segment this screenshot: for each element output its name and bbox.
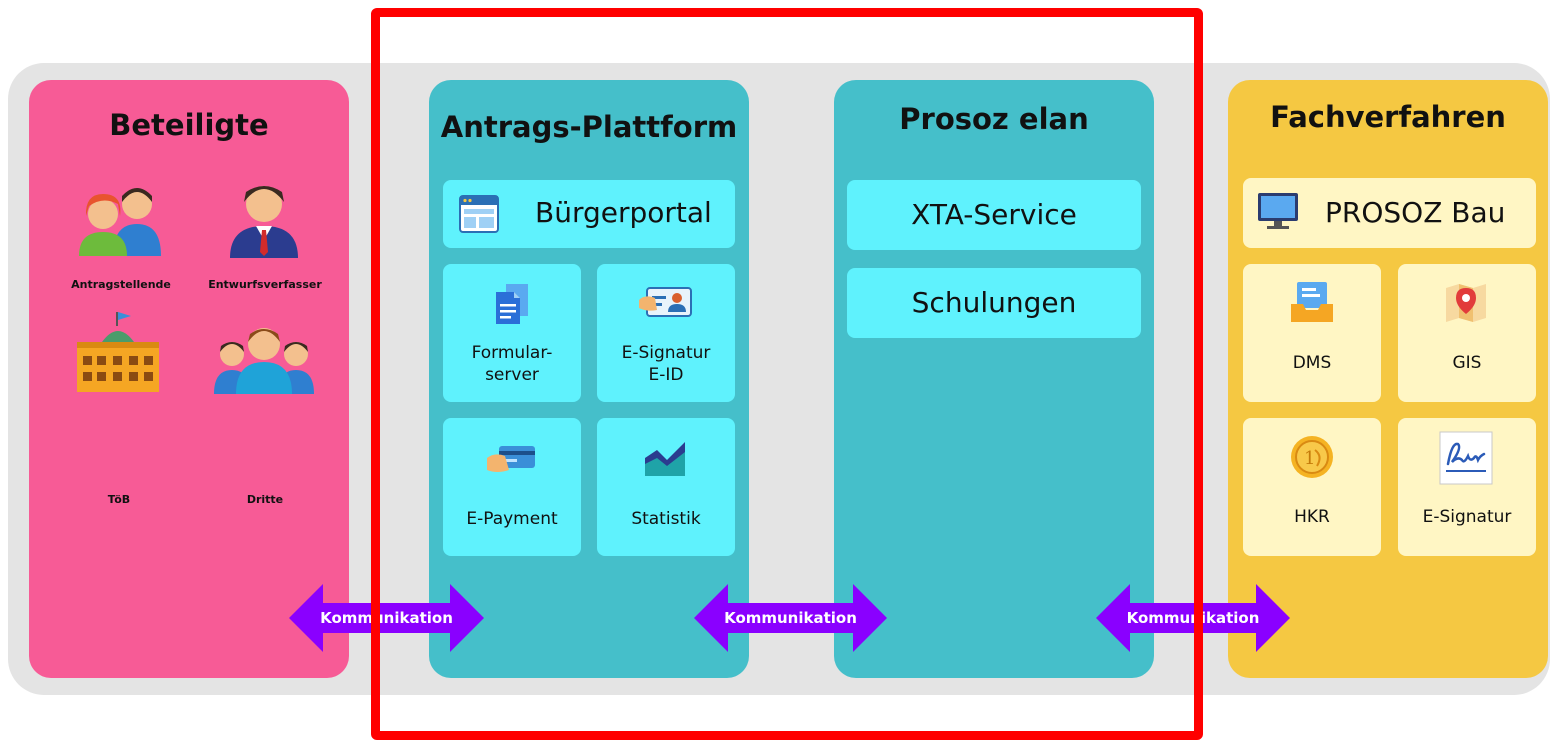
label-buergerportal: Bürgerportal xyxy=(535,196,712,229)
tile-esignatur[interactable]: E-Signatur xyxy=(1398,418,1536,556)
businessman-icon xyxy=(224,180,304,258)
label-epayment: E-Payment xyxy=(466,509,558,529)
svg-text:1: 1 xyxy=(1304,448,1315,469)
highlight-frame xyxy=(371,8,1203,740)
tile-gis[interactable]: GIS xyxy=(1398,264,1536,402)
column-title-fachverfahren: Fachverfahren xyxy=(1270,100,1506,134)
document-icon xyxy=(490,282,534,326)
label-kommunikation-middle: Kommunikation xyxy=(724,609,857,627)
label-xta-service: XTA-Service xyxy=(911,198,1077,231)
browser-window-icon xyxy=(459,194,499,234)
tile-statistik[interactable]: Statistik xyxy=(597,418,735,556)
column-fachverfahren: Fachverfahren PROSOZ Bau DMS xyxy=(1228,80,1548,678)
monitor-icon xyxy=(1257,192,1299,230)
tile-formularserver[interactable]: Formular- server xyxy=(443,264,581,402)
payment-card-icon xyxy=(487,444,537,476)
arrow-kommunikation-left: Kommunikation xyxy=(289,584,484,652)
tile-schulungen[interactable]: Schulungen xyxy=(847,268,1141,338)
column-beteiligte: Beteiligte Antragstellende Entwurfsverfa… xyxy=(29,80,349,678)
area-chart-icon xyxy=(643,440,687,476)
tile-prosoz-bau[interactable]: PROSOZ Bau xyxy=(1243,178,1536,248)
column-title-prosoz-elan: Prosoz elan xyxy=(899,102,1089,136)
coin-icon: 1 xyxy=(1289,434,1335,480)
arrow-kommunikation-middle: Kommunikation xyxy=(694,584,887,652)
column-prosoz-elan: Prosoz elan XTA-Service Schulungen xyxy=(834,80,1154,678)
label-eid: E-ID xyxy=(648,365,684,385)
label-dritte: Dritte xyxy=(246,493,284,506)
tile-xta-service[interactable]: XTA-Service xyxy=(847,180,1141,250)
column-antrags-plattform: Antrags-Plattform Bürgerportal xyxy=(429,80,749,678)
label-schulungen: Schulungen xyxy=(911,286,1077,319)
label-prosoz-bau: PROSOZ Bau xyxy=(1325,196,1506,229)
signature-icon xyxy=(1438,430,1494,486)
tile-hkr[interactable]: 1 HKR xyxy=(1243,418,1381,556)
label-toeb: TöB xyxy=(107,493,131,506)
archive-tray-icon xyxy=(1289,280,1335,324)
tile-esignatur-eid[interactable]: E-Signatur E-ID xyxy=(597,264,735,402)
label-formular: Formular- xyxy=(471,343,553,363)
label-entwurfsverfasser: Entwurfsverfasser xyxy=(208,278,322,291)
map-pin-icon xyxy=(1444,280,1488,324)
id-card-icon xyxy=(639,284,693,318)
label-kommunikation-left: Kommunikation xyxy=(320,609,453,627)
label-hkr: HKR xyxy=(1294,507,1330,527)
column-title-antrags-plattform: Antrags-Plattform xyxy=(440,110,738,144)
tile-buergerportal[interactable]: Bürgerportal xyxy=(443,180,735,248)
label-gis: GIS xyxy=(1452,353,1482,373)
tile-dms[interactable]: DMS xyxy=(1243,264,1381,402)
arrow-kommunikation-right: Kommunikation xyxy=(1096,584,1290,652)
label-server: server xyxy=(485,365,539,385)
label-kommunikation-right: Kommunikation xyxy=(1126,609,1260,627)
label-dms: DMS xyxy=(1292,353,1332,373)
tile-epayment[interactable]: E-Payment xyxy=(443,418,581,556)
person-pair-icon xyxy=(71,182,171,256)
column-title-beteiligte: Beteiligte xyxy=(109,108,269,142)
government-building-icon xyxy=(75,312,161,392)
group-icon xyxy=(212,320,316,394)
label-statistik: Statistik xyxy=(631,509,701,529)
label-esignatur: E-Signatur xyxy=(621,343,711,363)
label-esignatur-fachverfahren: E-Signatur xyxy=(1422,507,1512,527)
label-antragstellende: Antragstellende xyxy=(71,278,171,291)
